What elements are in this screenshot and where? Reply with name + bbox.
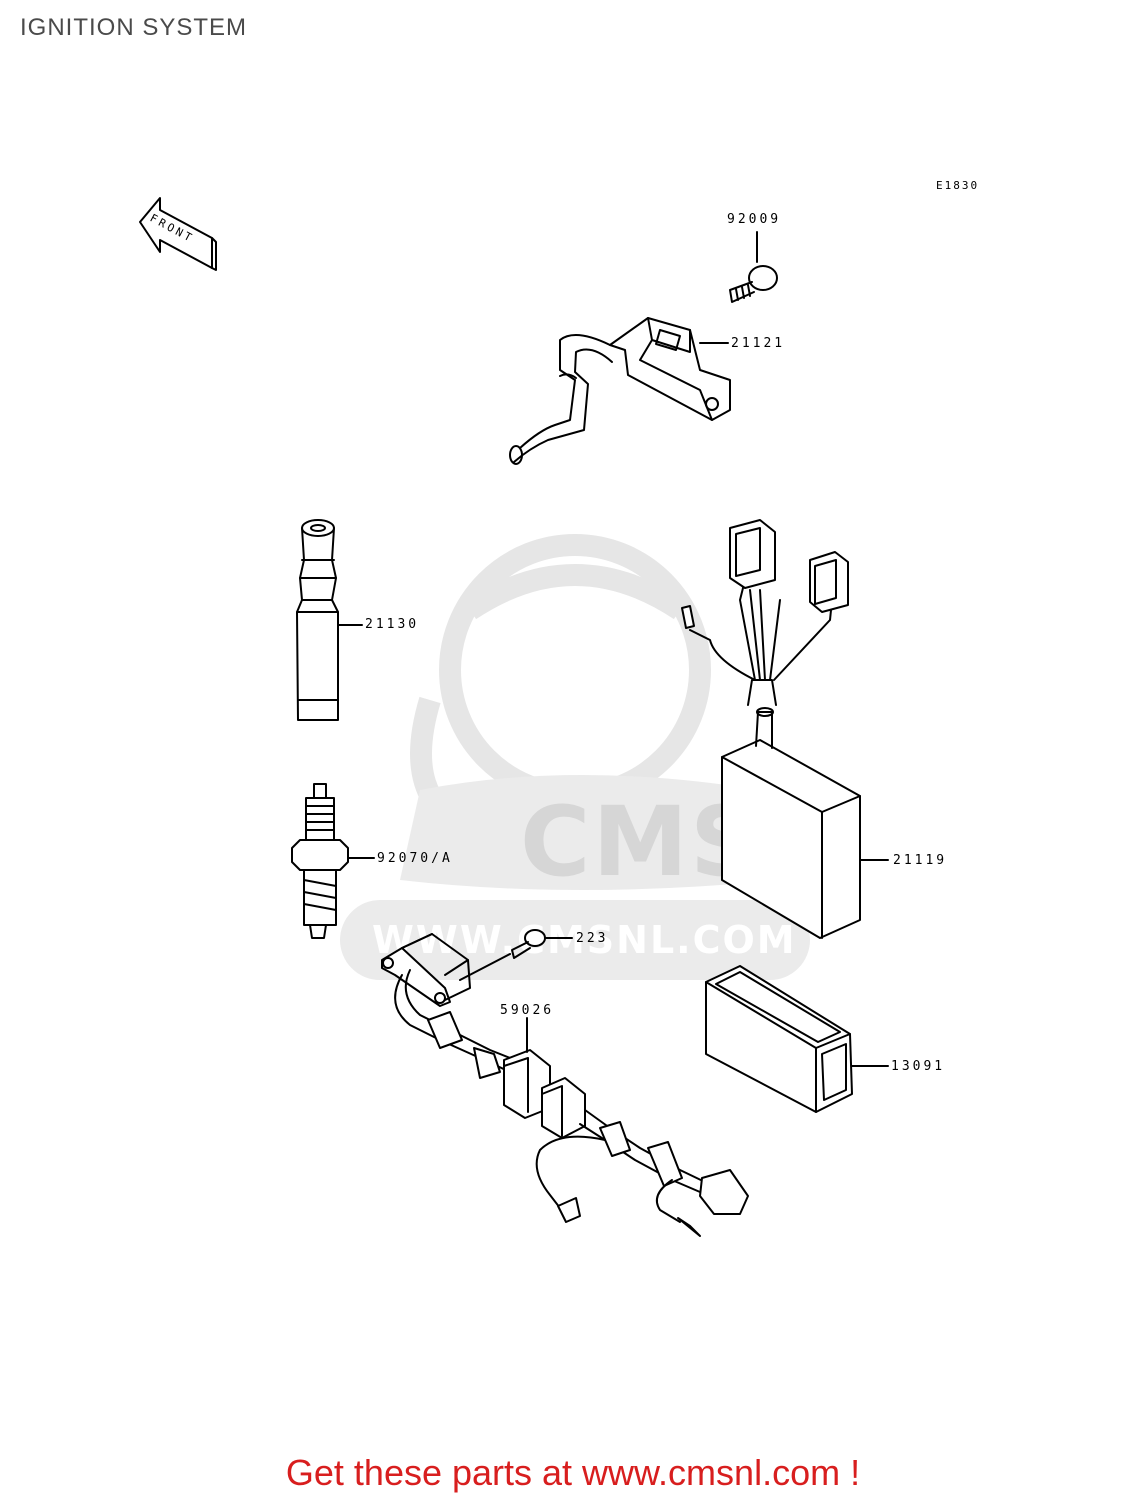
part-label-92070a: 92070/A: [377, 851, 453, 866]
watermark-brand: CMS: [520, 786, 762, 898]
plug-cap-drawing: [296, 519, 363, 721]
footer-link-text[interactable]: Get these parts at www.cmsnl.com !: [285, 1452, 861, 1493]
part-label-21121: 21121: [731, 336, 786, 351]
diagram-code: E1830: [936, 179, 980, 192]
part-label-59026: 59026: [500, 1003, 555, 1018]
part-label-21130: 21130: [365, 617, 420, 632]
bolt-92009-drawing: [729, 231, 778, 303]
spark-plug-drawing: [291, 783, 375, 939]
part-label-92009: 92009: [727, 212, 782, 227]
page-title: IGNITION SYSTEM: [20, 14, 248, 41]
watermark-url: WWW.CMSNL.COM: [372, 918, 797, 962]
pickup-coil-harness-drawing: [381, 933, 749, 1237]
cdi-case-drawing: [705, 965, 889, 1113]
part-label-223: 223: [576, 931, 609, 946]
part-label-13091: 13091: [891, 1059, 946, 1074]
cdi-unit-drawing: [681, 519, 889, 939]
part-label-21119: 21119: [893, 853, 948, 868]
front-arrow-icon: [139, 197, 217, 271]
ignition-coil-drawing: [509, 317, 731, 465]
screw-223-drawing: [459, 929, 573, 981]
